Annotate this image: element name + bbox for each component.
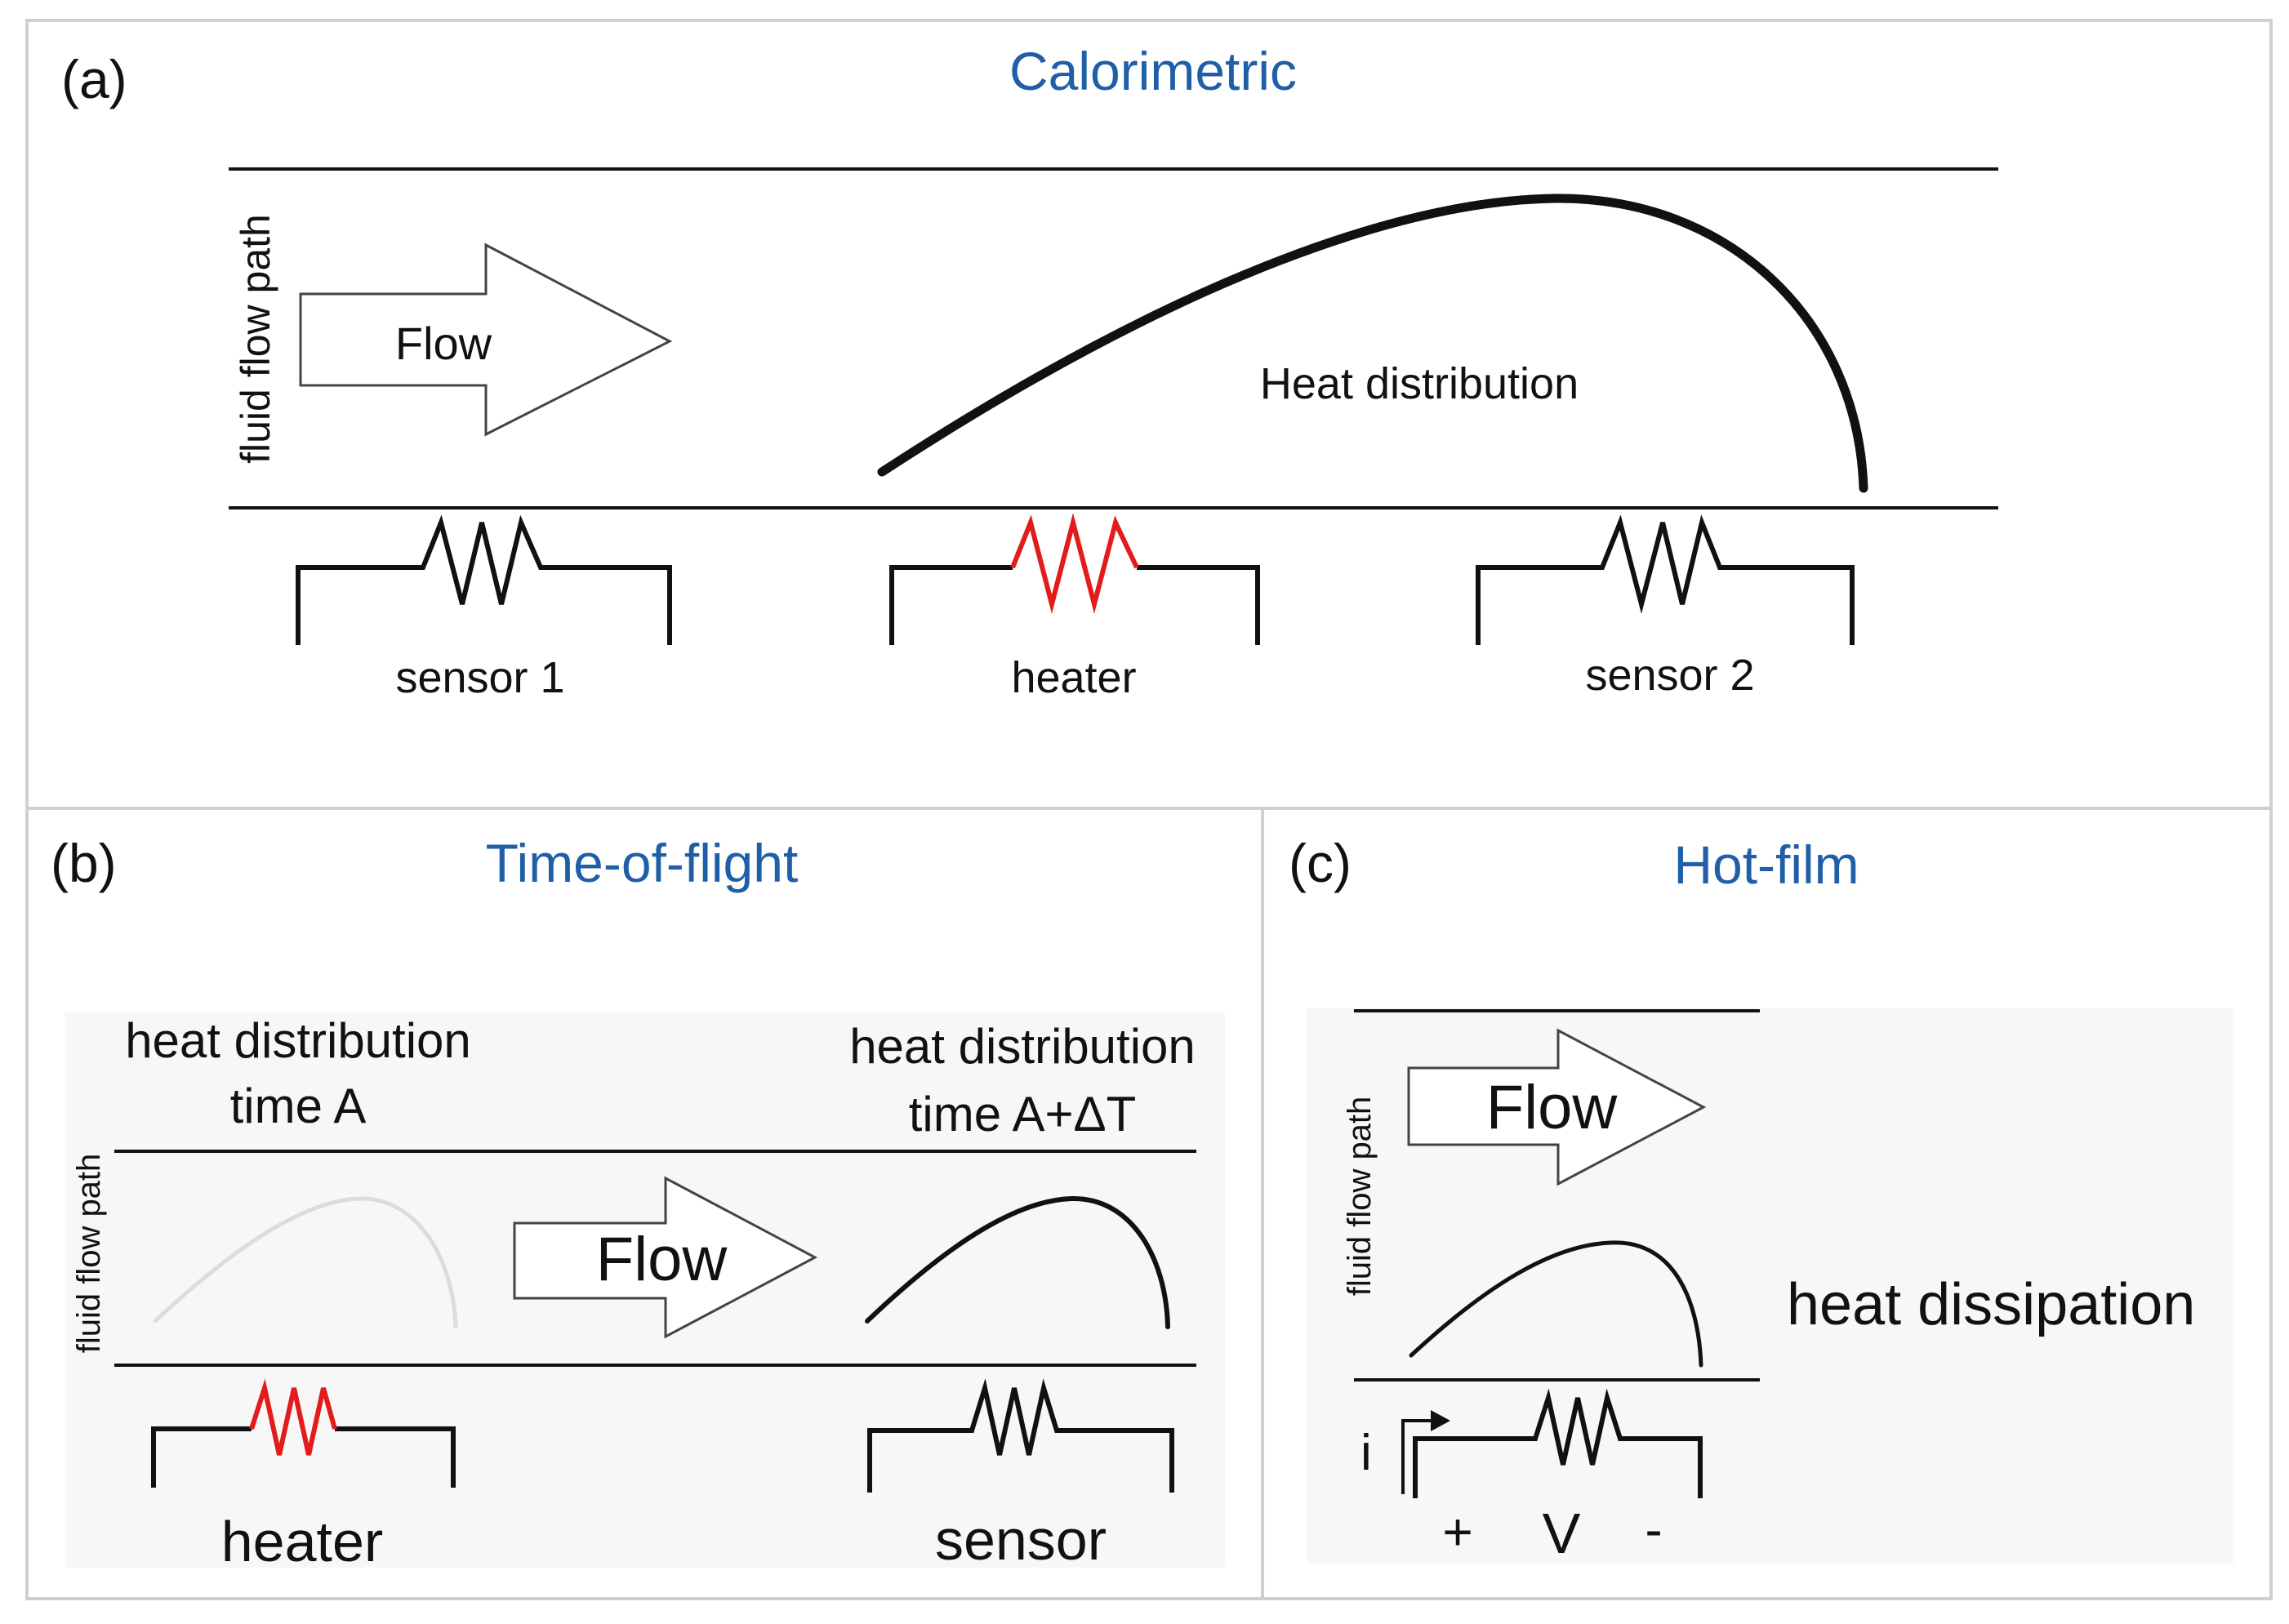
panel-b-heat-distribution-curve-time-a bbox=[153, 1196, 458, 1329]
panel-a-axis-label: fluid flow path bbox=[233, 214, 278, 464]
panel-b-left-label-line-2: time A bbox=[230, 1079, 367, 1133]
panel-a-heater-resistor bbox=[1010, 513, 1139, 614]
panel-b-heat-distribution-curve-time-a-plus-dt bbox=[865, 1195, 1170, 1329]
panel-c-flow-arrow bbox=[1407, 1028, 1707, 1186]
panel-a-heat-distribution-label: Heat distribution bbox=[1260, 359, 1579, 408]
panel-c-flow-label: Flow bbox=[1486, 1073, 1619, 1142]
panel-b-heater-resistor bbox=[249, 1378, 337, 1456]
panel-b-heater-leads bbox=[151, 1426, 456, 1488]
panel-frames bbox=[25, 19, 2273, 1600]
panel-c-heat-dissipation-label: heat dissipation bbox=[1787, 1272, 2195, 1337]
panel-a: (a) Calorimetric fluid flow path Flow He… bbox=[61, 41, 1998, 702]
panel-a-sensor-1-label: sensor 1 bbox=[395, 653, 564, 702]
panel-a-frame bbox=[25, 19, 2273, 810]
panel-a-heater-label: heater bbox=[1011, 653, 1136, 702]
panel-c-axis-label: fluid flow path bbox=[1342, 1097, 1378, 1297]
panel-a-heater-leads bbox=[889, 565, 1260, 645]
panel-b: (b) Time-of-flight heat distribution tim… bbox=[51, 833, 1196, 1573]
panel-c-tag: (c) bbox=[1289, 833, 1352, 893]
panel-b-heater-label: heater bbox=[221, 1510, 383, 1573]
panel-c-voltage-label: V bbox=[1543, 1502, 1581, 1565]
panel-b-title: Time-of-flight bbox=[486, 833, 799, 893]
panel-a-tag: (a) bbox=[61, 49, 127, 109]
panel-c-title: Hot-film bbox=[1673, 834, 1859, 895]
panel-c-minus-label: - bbox=[1645, 1500, 1662, 1559]
panel-a-sensor-1-resistor bbox=[296, 514, 672, 645]
panel-c-current-label: i bbox=[1360, 1425, 1372, 1481]
panel-a-sensor-2-label: sensor 2 bbox=[1585, 651, 1754, 700]
panel-c-heat-curve bbox=[1409, 1240, 1703, 1368]
panel-c-plus-label: + bbox=[1442, 1502, 1472, 1561]
panel-a-sensor-2-resistor bbox=[1476, 514, 1855, 645]
panel-b-sensor-label: sensor bbox=[935, 1508, 1107, 1572]
panel-c-hot-film-resistor bbox=[1413, 1388, 1703, 1498]
panel-b-left-label-line-1: heat distribution bbox=[125, 1013, 471, 1068]
panel-b-axis-label: fluid flow path bbox=[71, 1154, 107, 1354]
panel-b-right-label-line-2: time A+ΔT bbox=[909, 1087, 1137, 1141]
panel-a-title: Calorimetric bbox=[1009, 41, 1297, 101]
panel-b-flow-label: Flow bbox=[596, 1225, 728, 1294]
panel-c: (c) Hot-film fluid flow path Flow heat d… bbox=[1289, 833, 2195, 1565]
panel-c-current-arrow-line bbox=[1401, 1419, 1431, 1494]
panel-a-flow-label: Flow bbox=[395, 318, 492, 369]
panel-b-flow-arrow bbox=[513, 1176, 818, 1339]
panel-c-current-arrowhead bbox=[1431, 1410, 1450, 1431]
panel-a-flow-arrow bbox=[299, 242, 673, 437]
panel-b-right-label-line-1: heat distribution bbox=[849, 1019, 1196, 1074]
panel-a-heat-distribution-curve bbox=[877, 194, 1868, 493]
panel-b-sensor-resistor bbox=[867, 1378, 1174, 1493]
panel-b-tag: (b) bbox=[51, 833, 117, 893]
